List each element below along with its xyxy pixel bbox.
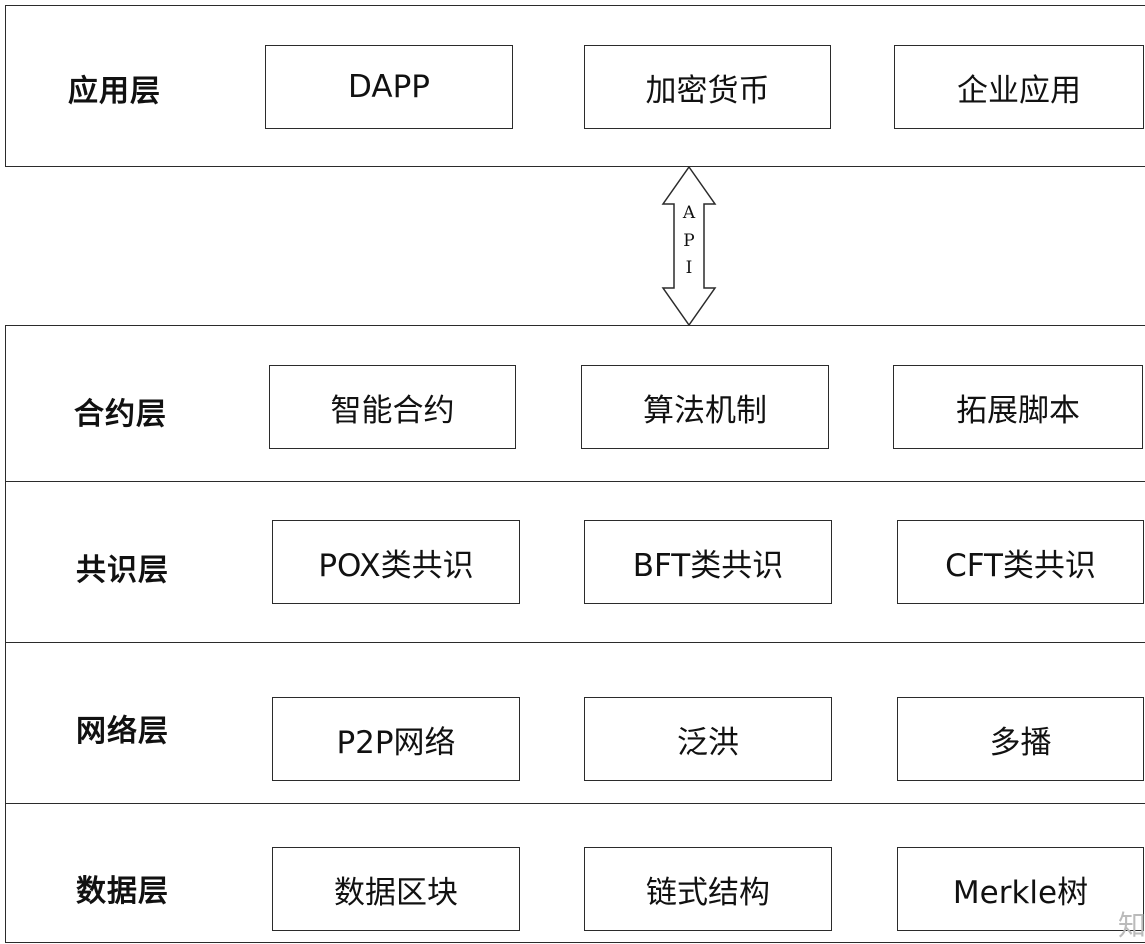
network-item-p2p: P2P网络 (272, 697, 520, 781)
consensus-item-cft: CFT类共识 (897, 520, 1144, 604)
data-layer-title: 数据层 (76, 874, 169, 909)
data-item-merkle-tree: Merkle树 (897, 847, 1144, 931)
contract-item-smart-contract: 智能合约 (269, 365, 516, 449)
api-letter-p: P (683, 231, 695, 251)
contract-item-algorithm: 算法机制 (581, 365, 829, 449)
network-item-flooding: 泛洪 (584, 697, 832, 781)
api-letter-i: I (685, 258, 693, 278)
application-item-crypto: 加密货币 (584, 45, 831, 129)
application-item-dapp: DAPP (265, 45, 513, 129)
network-item-multicast: 多播 (897, 697, 1144, 781)
consensus-item-bft: BFT类共识 (584, 520, 832, 604)
network-layer-title: 网络层 (76, 714, 169, 749)
api-letter-a: A (682, 203, 696, 223)
application-item-enterprise: 企业应用 (894, 45, 1144, 129)
consensus-item-pox: POX类共识 (272, 520, 520, 604)
data-item-chain-structure: 链式结构 (584, 847, 832, 931)
data-item-block: 数据区块 (272, 847, 520, 931)
consensus-layer-title: 共识层 (76, 553, 169, 588)
contract-layer-title: 合约层 (74, 397, 167, 432)
watermark: 知 (1118, 909, 1145, 942)
contract-item-extension-script: 拓展脚本 (893, 365, 1143, 449)
application-layer-title: 应用层 (68, 74, 161, 109)
